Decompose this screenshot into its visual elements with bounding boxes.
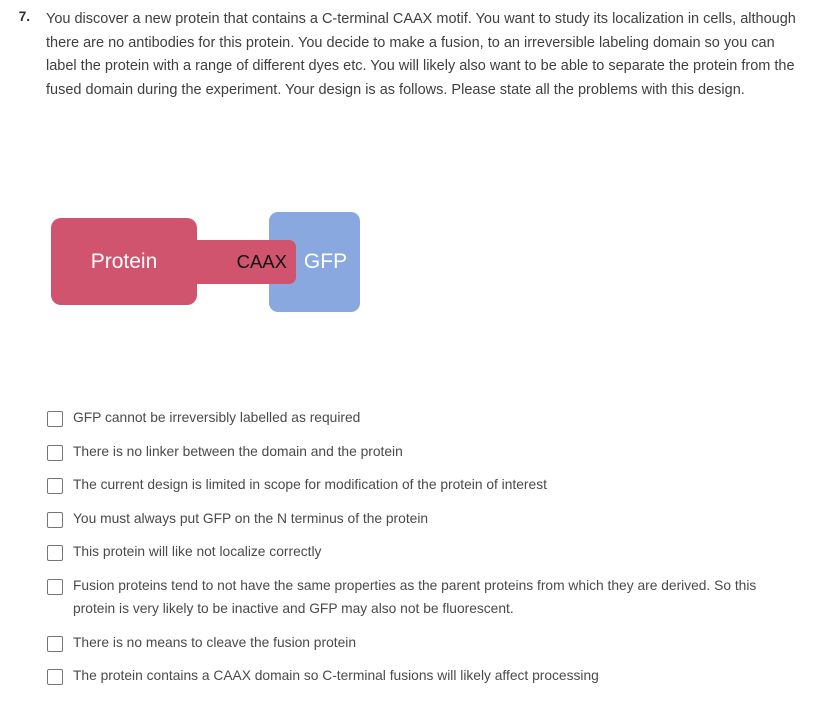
option-checkbox[interactable]: [47, 511, 63, 528]
option-label: Fusion proteins tend to not have the sam…: [73, 577, 757, 617]
option-checkbox[interactable]: [47, 635, 63, 652]
question-number: 7.: [18, 9, 30, 24]
option-label: There is no linker between the domain an…: [73, 443, 403, 459]
option-checkbox[interactable]: [47, 444, 63, 461]
option-label: You must always put GFP on the N terminu…: [73, 510, 429, 526]
option-row[interactable]: The current design is limited in scope f…: [47, 475, 807, 497]
option-row[interactable]: There is no linker between the domain an…: [47, 442, 807, 464]
option-row[interactable]: This protein will like not localize corr…: [47, 542, 807, 564]
option-checkbox[interactable]: [47, 578, 63, 595]
option-label: The current design is limited in scope f…: [73, 477, 547, 492]
option-checkbox[interactable]: [47, 545, 63, 561]
option-label: There is no means to cleave the fusion p…: [73, 634, 356, 650]
question-text: You discover a new protein that contains…: [46, 11, 796, 98]
option-checkbox[interactable]: [47, 669, 63, 685]
fusion-construct-diagram: Protein CAAX GFP: [0, 196, 824, 326]
option-label: GFP cannot be irreversibly labelled as r…: [73, 410, 361, 425]
answer-options-list: GFP cannot be irreversibly labelled as r…: [47, 408, 807, 700]
option-row[interactable]: There is no means to cleave the fusion p…: [47, 633, 807, 655]
option-label: This protein will like not localize corr…: [73, 544, 322, 559]
option-row[interactable]: You must always put GFP on the N terminu…: [47, 509, 807, 531]
question-block: 7. You discover a new protein that conta…: [0, 0, 824, 102]
option-checkbox[interactable]: [47, 478, 63, 494]
option-row[interactable]: Fusion proteins tend to not have the sam…: [47, 576, 807, 621]
option-row[interactable]: GFP cannot be irreversibly labelled as r…: [47, 408, 807, 430]
diagram-canvas: Protein CAAX GFP: [40, 196, 440, 326]
option-checkbox[interactable]: [47, 411, 63, 427]
caax-motif-band: [160, 240, 296, 284]
option-row[interactable]: The protein contains a CAAX domain so C-…: [47, 666, 807, 688]
option-label: The protein contains a CAAX domain so C-…: [73, 668, 599, 683]
